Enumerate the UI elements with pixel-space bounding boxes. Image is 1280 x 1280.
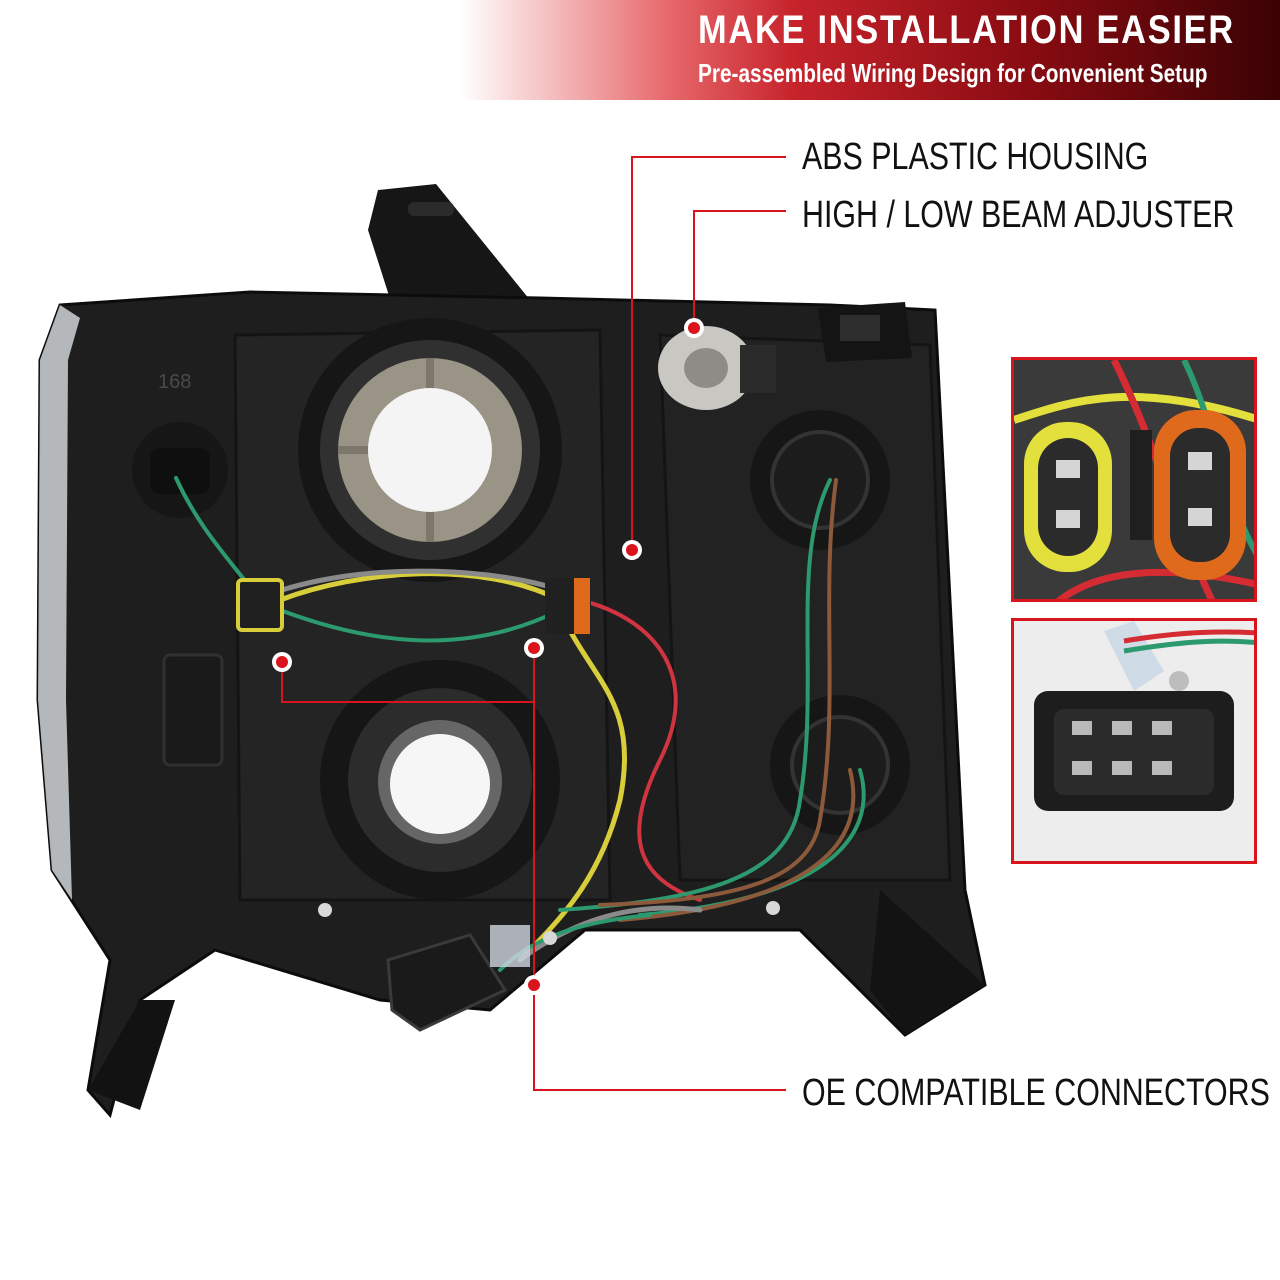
parking-light-socket: [770, 695, 910, 835]
harness-connector-orange: [545, 578, 591, 634]
callout-beam-adjuster: HIGH / LOW BEAM ADJUSTER: [802, 194, 1235, 236]
callout-oe-connectors: OE COMPATIBLE CONNECTORS: [802, 1072, 1270, 1114]
lens-edge: [38, 305, 80, 900]
callout-leaders: [281, 156, 786, 1091]
inset-connector-closeup: [1011, 618, 1257, 864]
banner-title: MAKE INSTALLATION EASIER: [698, 8, 1235, 52]
turn-signal-socket: [750, 410, 890, 550]
beam-adjuster-knob: [658, 326, 776, 410]
connector-closeup-illustration: [1014, 621, 1254, 861]
harness-connector-left: [236, 578, 284, 632]
main-plug: [386, 925, 530, 1032]
low-beam-socket: [320, 660, 560, 900]
inset-plug-closeup: [1011, 357, 1257, 602]
wiring-harness: [174, 476, 866, 972]
plug-closeup-illustration: [1014, 360, 1254, 599]
housing-marking: 168: [158, 371, 191, 393]
banner-subtitle: Pre-assembled Wiring Design for Convenie…: [698, 58, 1208, 88]
mounting-tab-top: [368, 184, 560, 330]
header-banner: MAKE INSTALLATION EASIER Pre-assembled W…: [0, 0, 1280, 100]
callout-abs-plastic-housing: ABS PLASTIC HOUSING: [802, 136, 1149, 178]
callout-dots: [272, 318, 704, 995]
high-beam-socket: [298, 318, 562, 582]
